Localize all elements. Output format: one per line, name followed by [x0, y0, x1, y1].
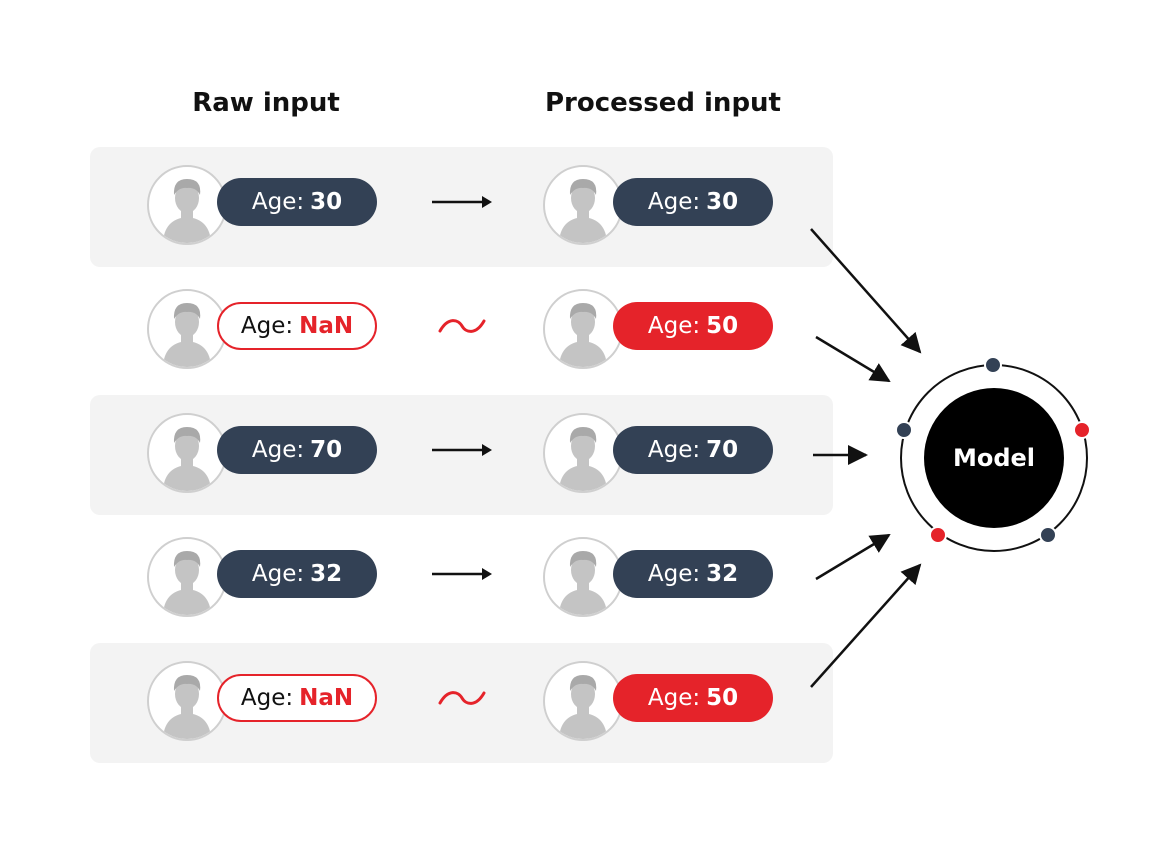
user-avatar-icon: [543, 413, 623, 493]
arrow-right-icon: [430, 559, 494, 589]
age-value: 30: [310, 189, 343, 215]
raw-input-header: Raw input: [192, 88, 340, 118]
user-avatar-icon: [147, 661, 227, 741]
raw-age-pill: Age: NaN: [217, 674, 377, 722]
age-label: Age:: [240, 685, 294, 711]
processed-input-header: Processed input: [544, 88, 781, 118]
age-label: Age:: [240, 313, 294, 339]
user-avatar-icon: [147, 537, 227, 617]
age-value: 50: [706, 313, 739, 339]
age-value: 30: [706, 189, 739, 215]
user-avatar-icon: [543, 165, 623, 245]
raw-age-pill: Age: 70: [217, 426, 377, 474]
age-value: 70: [706, 437, 739, 463]
age-value: 32: [706, 561, 739, 587]
age-label: Age:: [251, 189, 305, 215]
age-value: 70: [310, 437, 343, 463]
row-5: Age: NaN Age: 50: [0, 643, 1156, 763]
age-label: Age:: [647, 437, 701, 463]
age-label: Age:: [251, 437, 305, 463]
processed-age-pill: Age: 50: [613, 674, 773, 722]
raw-age-pill: Age: 32: [217, 550, 377, 598]
raw-age-pill: Age: NaN: [217, 302, 377, 350]
age-label: Age:: [647, 313, 701, 339]
row-3: Age: 70 Age: 70: [0, 395, 1156, 515]
arrow-right-icon: [430, 435, 494, 465]
row-4: Age: 32 Age: 32: [0, 519, 1156, 639]
processed-age-pill: Age: 70: [613, 426, 773, 474]
raw-age-pill: Age: 30: [217, 178, 377, 226]
age-label: Age:: [251, 561, 305, 587]
processed-age-pill: Age: 32: [613, 550, 773, 598]
model-label: Model: [952, 444, 1036, 472]
age-value: 50: [706, 685, 739, 711]
arrow-right-icon: [430, 187, 494, 217]
age-value: NaN: [299, 313, 354, 339]
user-avatar-icon: [543, 661, 623, 741]
age-label: Age:: [647, 189, 701, 215]
tilde-icon: [430, 683, 494, 713]
user-avatar-icon: [543, 289, 623, 369]
age-label: Age:: [647, 685, 701, 711]
processed-age-pill: Age: 50: [613, 302, 773, 350]
user-avatar-icon: [147, 289, 227, 369]
processed-age-pill: Age: 30: [613, 178, 773, 226]
tilde-icon: [430, 311, 494, 341]
age-value: 32: [310, 561, 343, 587]
age-value: NaN: [299, 685, 354, 711]
user-avatar-icon: [543, 537, 623, 617]
user-avatar-icon: [147, 165, 227, 245]
row-1: Age: 30 Age: 30: [0, 147, 1156, 267]
row-2: Age: NaN Age: 50: [0, 271, 1156, 391]
user-avatar-icon: [147, 413, 227, 493]
age-label: Age:: [647, 561, 701, 587]
